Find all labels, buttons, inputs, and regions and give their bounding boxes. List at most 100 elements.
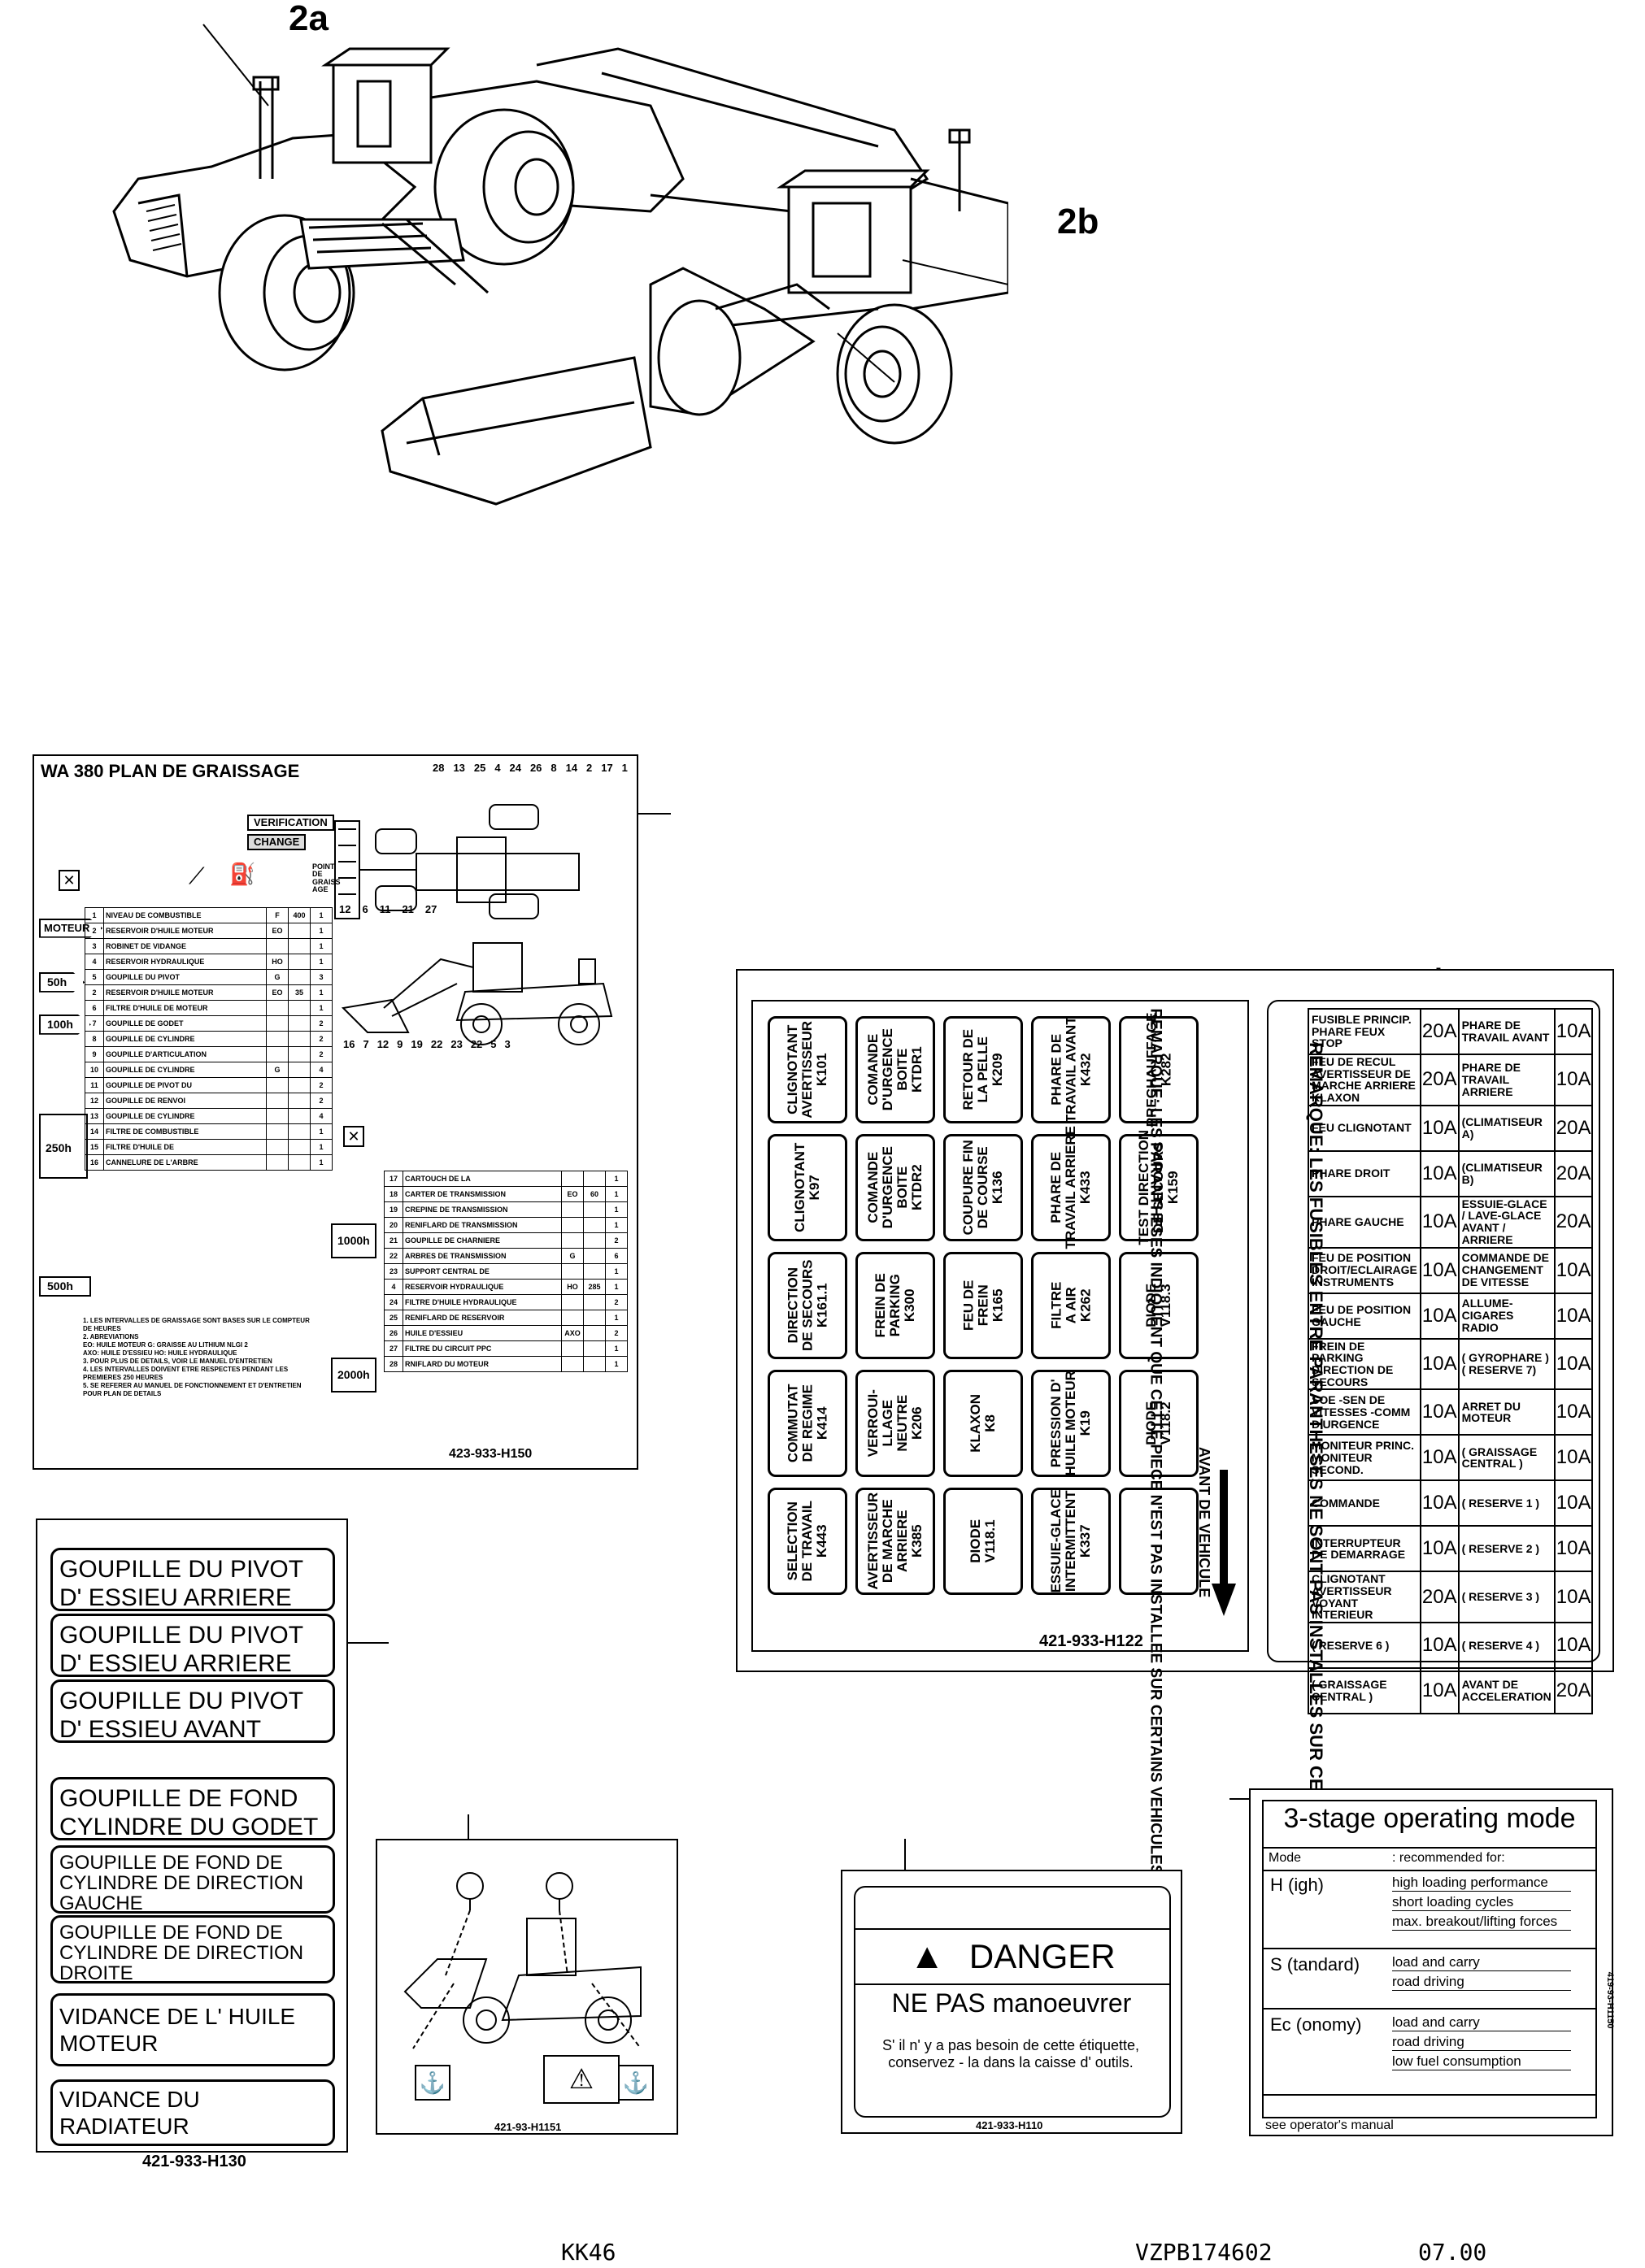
interval-arrow-100h: 100h: [39, 1015, 91, 1035]
callout-number: 12: [376, 1038, 389, 1050]
fuse-right-name: ( RESERVE 3 ): [1457, 1571, 1556, 1623]
note-line: 5. SE REFERER AU MANUEL DE FONCTIONNEMEN…: [83, 1382, 302, 1397]
row-quantity: [583, 1232, 606, 1249]
mode-recommendation: short loading cycles: [1392, 1894, 1571, 1911]
fuse-right-name: ARRET DU MOTEUR: [1457, 1388, 1556, 1436]
danger-subtitle: NE PAS manoeuvrer: [891, 1988, 1132, 2018]
row-description: CARTOUCH DE LA: [403, 1171, 562, 1187]
fuse-left-amps: 10A: [1419, 1104, 1460, 1152]
fuse-left-name: ( RESERVE 6 ): [1308, 1622, 1421, 1669]
fuse-right-name: ( RESERVE 2 ): [1457, 1525, 1556, 1573]
fuse-left-name: FEU CLIGNOTANT: [1308, 1104, 1421, 1152]
fuse-relay-cell: FREIN DE PARKING K300: [855, 1252, 935, 1359]
fuse-relay-text: VERROUI- LLAGE NEUTRE K206: [865, 1389, 925, 1458]
row-description: SUPPORT CENTRAL DE: [403, 1263, 562, 1280]
row-points: 1: [310, 938, 333, 954]
fuse-right-amps: 10A: [1553, 1622, 1594, 1669]
row-description: FILTRE D'HUILE HYDRAULIQUE: [403, 1294, 562, 1310]
fuse-left-name: PHARE DROIT: [1308, 1149, 1421, 1197]
wheel-loader-rear-view: [112, 24, 1008, 506]
fuse-right-amps: 20A: [1553, 1195, 1594, 1249]
fuse-left-amps: 10A: [1419, 1337, 1460, 1391]
fuse-right-amps: 10A: [1553, 1292, 1594, 1340]
checkbox-icon: ✕: [59, 870, 80, 891]
row-lubricant-code: [266, 1000, 289, 1016]
row-points: 1: [310, 984, 333, 1001]
fuse-right-amps: 10A: [1553, 1434, 1594, 1482]
callout-number: 6: [362, 903, 368, 915]
row-quantity: [288, 1093, 311, 1109]
warning-triangle-icon: ⚠: [543, 2055, 620, 2104]
row-points: 1: [605, 1186, 628, 1202]
leader-line: [348, 1642, 389, 1644]
row-lubricant-code: [266, 1123, 289, 1140]
row-number: 9: [85, 1046, 104, 1062]
row-quantity: 60: [583, 1186, 606, 1202]
legend-verification: VERIFICATION: [247, 815, 334, 831]
fuse-left-amps: 20A: [1419, 1054, 1460, 1106]
fuse-panel-a-part-number: 421-933-H122: [1039, 1632, 1143, 1650]
row-points: 2: [605, 1232, 628, 1249]
note-line: AXO: HUILE D'ESSIEU HO: HUILE HYDRAULIQU…: [83, 1349, 237, 1357]
fuse-relay-cell: PHARE DE TRAVAIL AVANT K432: [1031, 1016, 1111, 1123]
fuse-row: FEU DE POSITION DROIT/ECLAIRAGE INSTRUME…: [1308, 1246, 1594, 1294]
danger-label-inner: [854, 1886, 1171, 2118]
fuse-relay-cell: CLIGNOTANT AVERTISSEUR K101: [768, 1016, 847, 1123]
fuse-left-amps: 10A: [1419, 1149, 1460, 1197]
interval-arrow-500h: 500h: [39, 1276, 91, 1297]
row-description: GOUPILLE DE CHARNIERE: [403, 1232, 562, 1249]
fuse-right-amps: 20A: [1553, 1104, 1594, 1152]
note-line: 2. ABREVIATIONS: [83, 1333, 139, 1340]
row-quantity: 285: [583, 1279, 606, 1295]
mode-header: Mode : recommended for:: [1262, 1847, 1597, 1871]
row-quantity: [288, 923, 311, 939]
callout-number: 13: [453, 762, 465, 774]
row-number: 7: [85, 1015, 104, 1032]
row-lubricant-code: HO: [561, 1279, 584, 1295]
row-description: GOUPILLE DE CYLINDRE: [103, 1108, 267, 1124]
row-number: 2: [85, 923, 104, 939]
lubrication-top-view-diagram: [334, 804, 580, 919]
row-description: RESERVOIR D'HUILE MOTEUR: [103, 923, 267, 939]
fuse-right-name: (CLIMATISEUR A): [1457, 1104, 1556, 1152]
row-description: FILTRE D'HUILE DE: [103, 1139, 267, 1155]
row-description: CARTER DE TRANSMISSION: [403, 1186, 562, 1202]
row-points: 1: [605, 1279, 628, 1295]
row-lubricant-code: [266, 1108, 289, 1124]
row-number: 21: [384, 1232, 403, 1249]
row-description: ARBRES DE TRANSMISSION: [403, 1248, 562, 1264]
row-points: 2: [310, 1015, 333, 1032]
fuse-right-name: ( GRAISSAGE CENTRAL ): [1457, 1434, 1556, 1482]
callout-number: 16: [343, 1038, 355, 1050]
callout-number: 23: [450, 1038, 463, 1050]
front-direction-arrow-icon: [1212, 1470, 1236, 1616]
fuse-right-amps: 10A: [1553, 1246, 1594, 1294]
fuse-left-name: FREIN DE PARKING DIRECTION DE SECOURS: [1308, 1337, 1421, 1391]
footer-code: KK46: [561, 2239, 616, 2266]
fuse-right-amps: 20A: [1553, 1667, 1594, 1714]
row-points: 1: [310, 1123, 333, 1140]
interval-arrow-2000h: 2000h: [331, 1358, 376, 1393]
operating-mode-inner: [1262, 1800, 1597, 2118]
mode-header-label: Mode: [1269, 1851, 1302, 1865]
row-lubricant-code: [561, 1171, 584, 1187]
fuse-relay-text: DIODE V118.1: [968, 1519, 998, 1563]
row-description: GOUPILLE DE RENVOI: [103, 1093, 267, 1109]
row-number: 1: [85, 907, 104, 923]
fuse-relay-text: SELECTION DE TRAVAIL K443: [785, 1501, 829, 1582]
fuse-relay-cell: [1119, 1488, 1199, 1595]
row-number: 5: [85, 969, 104, 985]
